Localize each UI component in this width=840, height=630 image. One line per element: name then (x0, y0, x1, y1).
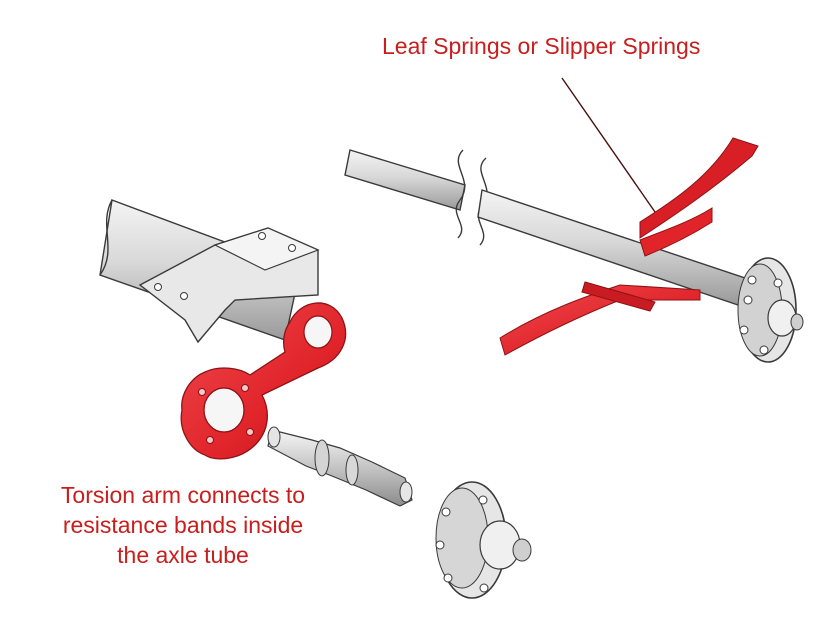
hub-bottom-cap (512, 538, 532, 562)
bracket-bolt-hole (288, 244, 296, 252)
lug-stud (739, 325, 749, 335)
torsion-tube-break (99, 199, 113, 276)
lug-stud (479, 583, 489, 593)
arm-bolt-hole (241, 384, 249, 392)
leaf-spring-lower-section (581, 281, 656, 312)
spindle-collar-2 (345, 454, 359, 486)
axle-break-mark (455, 149, 466, 239)
arm-bolt-hole (246, 428, 254, 436)
hub-spindle-cap (790, 313, 804, 331)
bracket-bolt-hole (258, 232, 266, 240)
spindle-tip (399, 481, 413, 503)
spindle-end (267, 426, 281, 448)
lug-stud (773, 278, 783, 288)
spindle-shaft (267, 429, 413, 507)
torsion-label-line-3: the axle tube (117, 542, 249, 568)
arm-bolt-hole (206, 436, 214, 444)
bracket-bolt-hole (180, 292, 188, 300)
leaf-spring-front-section (499, 284, 701, 356)
lug-stud (759, 345, 769, 355)
lug-stud (747, 275, 757, 285)
torsion-arm-bore (303, 315, 333, 349)
lug-stud (441, 507, 451, 517)
spindle-collar (314, 439, 330, 477)
leaf-springs-leader-line (561, 77, 656, 213)
leaf-spring-rear-section (639, 137, 759, 239)
leaf-spring-mid-section (639, 207, 713, 257)
torsion-arm-label: Torsion arm connects to resistance bands… (18, 480, 348, 570)
axle-tube-left (344, 149, 466, 211)
lug-stud (478, 495, 488, 505)
lug-stud (443, 573, 453, 583)
leaf-spring-axle (344, 137, 804, 363)
leaf-springs-label: Leaf Springs or Slipper Springs (382, 33, 701, 59)
lug-stud (743, 295, 753, 305)
bracket-bolt-hole (154, 283, 162, 291)
torsion-label-line-1: Torsion arm connects to (60, 482, 306, 508)
torsion-label-line-2: resistance bands inside (62, 512, 304, 538)
torsion-arm-spindle-hole (203, 387, 245, 433)
arm-bolt-hole (198, 388, 206, 396)
mounting-bracket-top (213, 227, 320, 271)
torsion-axle (99, 199, 532, 599)
lug-stud (435, 540, 445, 550)
